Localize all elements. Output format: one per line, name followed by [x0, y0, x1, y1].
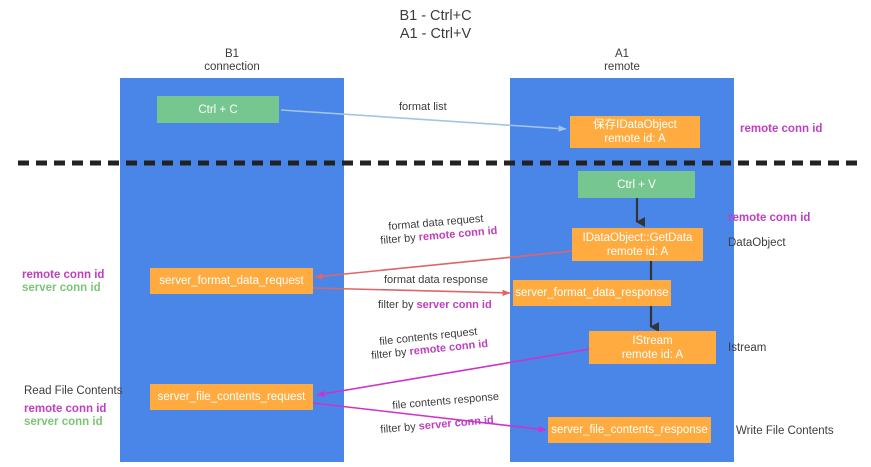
node-server-file-contents-request[interactable]: server_file_contents_request — [150, 384, 313, 410]
edge-label-format-data-response-filter-key: server conn id — [416, 299, 492, 311]
annotation-left-server-conn-id-mid: server conn id — [22, 282, 101, 294]
node-server-file-contents-request-label: server_file_contents_request — [157, 391, 306, 403]
node-idataobject-line-2: remote id: A — [604, 133, 666, 145]
annotation-left-remote-conn-id-bottom: remote conn id — [24, 403, 107, 415]
lane-header-b1: B1 connection — [120, 48, 344, 74]
node-ctrl-v[interactable]: Ctrl + V — [578, 171, 695, 198]
node-istream[interactable]: IStream remote id: A — [589, 331, 716, 364]
lane-header-b1-subtitle: connection — [204, 61, 260, 73]
annotation-right-istream: Istream — [728, 342, 767, 354]
annotation-right-write-file-contents: Write File Contents — [736, 425, 834, 437]
edge-label-file-contents-request-filter-prefix: filter by — [370, 346, 411, 363]
node-idataobject-getdata[interactable]: IDataObject::GetData remote id: A — [572, 228, 703, 261]
edge-label-format-data-request-filter-prefix: filter by — [379, 231, 420, 248]
diagram-title-line-1: B1 - Ctrl+C — [399, 8, 472, 24]
node-server-file-contents-response[interactable]: server_file_contents_response — [548, 417, 711, 443]
lane-header-b1-title: B1 — [224, 48, 240, 60]
lane-header-a1: A1 remote — [510, 48, 734, 74]
edge-label-format-data-response-text: format data response — [384, 274, 488, 286]
node-server-file-contents-response-label: server_file_contents_response — [551, 424, 708, 436]
edge-label-file-contents-response: file contents response — [392, 390, 500, 413]
annotation-right-dataobject: DataObject — [728, 237, 786, 249]
edge-label-format-data-response: format data response — [384, 273, 488, 287]
node-idataobject[interactable]: 保存IDataObject remote id: A — [570, 116, 700, 148]
edge-label-file-contents-response-filter-key: server conn id — [418, 414, 495, 433]
annotation-left-server-conn-id-bottom: server conn id — [24, 416, 103, 428]
edge-label-file-contents-response-filter: filter by server conn id — [380, 413, 495, 437]
annotation-left-remote-conn-id-mid: remote conn id — [22, 269, 105, 281]
node-idataobject-line-1: 保存IDataObject — [593, 119, 677, 131]
node-getdata-line-1: IDataObject::GetData — [582, 231, 693, 244]
node-ctrl-c-label: Ctrl + C — [198, 103, 238, 116]
edge-label-format-list: format list — [399, 101, 447, 113]
lane-header-a1-subtitle: remote — [604, 61, 640, 73]
node-server-format-data-request[interactable]: server_format_data_request — [150, 268, 313, 294]
node-istream-line-1: IStream — [632, 334, 673, 347]
edge-label-file-contents-response-text: file contents response — [391, 390, 500, 413]
node-ctrl-v-label: Ctrl + V — [617, 178, 656, 191]
edge-label-file-contents-response-filter-prefix: filter by — [379, 420, 420, 437]
diagram-title: B1 - Ctrl+C A1 - Ctrl+V — [0, 7, 871, 43]
annotation-right-remote-conn-id-top: remote conn id — [740, 123, 823, 135]
node-getdata-line-2: remote id: A — [606, 245, 669, 258]
diagram-title-line-2: A1 - Ctrl+V — [399, 26, 472, 42]
annotation-right-remote-conn-id-mid: remote conn id — [728, 212, 811, 224]
annotation-left-read-file-contents: Read File Contents — [24, 385, 123, 397]
node-server-format-data-response-label: server_format_data_response — [515, 287, 669, 299]
node-ctrl-c[interactable]: Ctrl + C — [157, 96, 279, 123]
edge-label-format-data-response-filter-prefix: filter by — [378, 299, 417, 311]
node-server-format-data-response[interactable]: server_format_data_response — [513, 280, 671, 306]
node-server-format-data-request-label: server_format_data_request — [159, 275, 304, 287]
node-istream-line-2: remote id: A — [621, 348, 684, 361]
lane-header-a1-title: A1 — [614, 48, 630, 60]
edge-label-format-data-response-filter: filter by server conn id — [378, 298, 492, 312]
